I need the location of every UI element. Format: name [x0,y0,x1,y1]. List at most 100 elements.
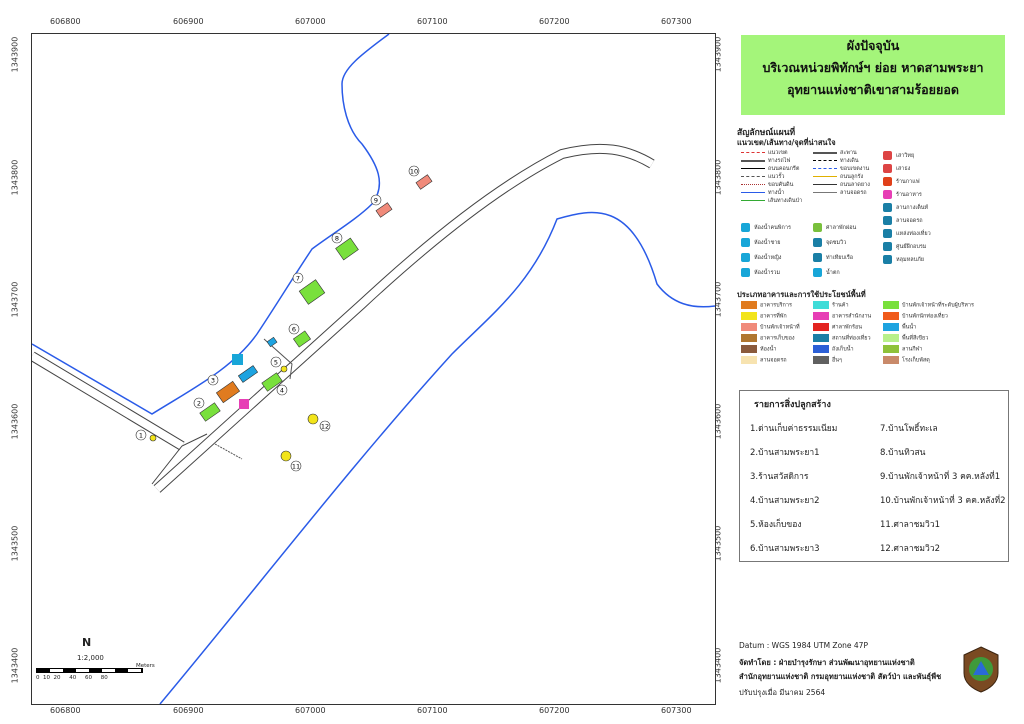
building-7 [298,279,326,305]
legend-line-item: ทางเดิน [813,157,870,165]
footer-datum: Datum : WGS 1984 UTM Zone 47P [739,641,868,650]
legend-line-item: ถนนคอนกรีต [741,165,802,173]
legend-point: เสาธง [883,164,931,173]
landuse-item: พื้นที่สีเขียว [883,334,974,345]
x-label: 607300 [661,706,692,715]
marker-7: 7 [292,272,304,284]
building-2 [199,402,221,422]
svg-text:6: 6 [292,326,296,334]
legend-point: ท่าเทียบเรือ [813,253,856,262]
y-label: 1343900 [10,36,20,73]
svg-text:7: 7 [296,275,300,283]
landuse-col3: บ้านพักเจ้าหน้าที่ระดับผู้บริหาร บ้านพัก… [883,301,974,367]
main-road [153,143,655,493]
building-5 [266,336,278,348]
landuse-item: ร้านค้า [813,301,871,312]
flagpole-icon [883,164,892,173]
title-line-1: ผังปัจจุบัน [846,38,900,53]
svg-text:11: 11 [292,463,300,471]
x-label: 607000 [295,706,326,715]
building-9 [375,202,393,218]
department-logo-icon [961,645,1001,693]
structure-item: 6.บ้านสามพระยา3 [750,544,820,554]
marker-3: 3 [207,374,219,386]
landuse-item: สถานที่ท่องเที่ยว [813,334,871,345]
coastline-north [32,34,390,415]
footer-updated: ปรับปรุงเมื่อ มีนาคม 2564 [739,688,826,697]
landuse-item: พื้นน้ำ [883,323,974,334]
fence-line [214,443,243,460]
x-label: 606900 [173,17,204,26]
x-label: 607200 [539,17,570,26]
pavilion-11 [280,450,292,462]
building-8 [335,237,359,261]
structure-item: 12.ศาลาชมวิว2 [880,544,940,554]
marker-8: 8 [331,232,343,244]
structure-item: 9.บ้านพักเจ้าหน้าที่ 3 คค.หลังที่1 [880,472,1001,482]
x-label: 607000 [295,17,326,26]
legend-line-item: ขอบเขตงาน [813,165,870,173]
landuse-item: บ้านพักนักท่องเที่ยว [883,312,974,323]
legend-point: จุดชมวิว [813,238,856,247]
legend-point: ห้องน้ำชาย [741,238,791,247]
structure-item: 1.ด่านเก็บค่าธรรมเนียม [750,424,838,434]
x-label: 607200 [539,706,570,715]
building-6 [292,330,312,348]
structure-item: 10.บ้านพักเจ้าหน้าที่ 3 คค.หลังที่2 [880,496,1006,506]
structures-list: รายการสิ่งปลูกสร้าง 1.ด่านเก็บค่าธรรมเนี… [739,390,1009,562]
scale-units: Meters [136,663,155,669]
y-label: 1343700 [10,281,20,318]
legend-panel: ผังปัจจุบัน บริเวณหน่วยพิทักษ์ฯ ย่อย หาด… [733,33,1012,703]
landuse-item: อาคารเก็บของ [741,334,800,345]
coffee-icon [883,177,892,186]
landuse-item: อาคารสำนักงาน [813,312,871,323]
landuse-col2: ร้านค้า อาคารสำนักงาน ศาลาพักร้อน สถานที… [813,301,871,367]
landuse-item: ศาลาพักร้อน [813,323,871,334]
x-label: 607100 [417,706,448,715]
legend-point: ห้องน้ำรวม [741,268,791,277]
pavilion-icon [813,223,822,232]
viewpoint-icon [813,238,822,247]
structure-item: 3.ร้านสวัสดิการ [750,472,809,482]
title-line-2: บริเวณหน่วยพิทักษ์ฯ ย่อย หาดสามพระยา [762,60,984,75]
scale-ticks: 0 10 20 40 60 80 [36,675,108,681]
scale-ratio: 1:2,000 [77,654,104,662]
landuse-item: อื่นๆ [813,356,871,367]
legend-point: ศูนย์ฝึกอบรม [883,242,931,251]
x-label: 606800 [50,706,81,715]
coastline-south [159,211,715,704]
svg-text:8: 8 [335,235,339,243]
female-toilet-icon [741,253,750,262]
landuse-item: บ้านพักเจ้าหน้าที่ระดับผู้บริหาร [883,301,974,312]
landuse-heading: ประเภทอาคารและการใช้ประโยชน์พื้นที่ [737,290,866,299]
legend-point: เสาวิทยุ [883,151,931,160]
legend-line-item: แนวรั้ว [741,173,802,181]
marker-10: 10 [408,165,420,177]
number-markers: 1 2 3 4 5 6 7 8 9 10 11 12 [135,165,420,472]
legend-line-item: ลานจอดรถ [813,189,870,197]
landuse-item: ห้องน้ำ [741,345,800,356]
building-10 [415,174,433,190]
x-label: 607300 [661,17,692,26]
map-frame[interactable]: 1 2 3 4 5 6 7 8 9 10 11 12 N 1:2,000 0 1… [31,33,716,705]
legend-point: น้ำตก [813,268,856,277]
landuse-item: ลานจอดรถ [741,356,800,367]
legend-points-col3: เสาวิทยุ เสาธง ร้านกาแฟ ร้านอาหาร ลานกาง… [883,151,931,268]
title-line-3: อุทยานแห่งชาติเขาสามร้อยยอด [787,82,959,97]
north-arrow-icon: N [82,636,92,649]
landuse-item: โรงเก็บพัสดุ [883,356,974,367]
x-label: 606800 [50,17,81,26]
legend-point: ห้องน้ำหญิง [741,253,791,262]
footer-prepared: จัดทำโดย : ฝ่ายบำรุงรักษา ส่วนพัฒนาอุทยา… [739,658,915,667]
svg-text:9: 9 [374,197,378,205]
camping-icon [883,203,892,212]
structure-item: 5.ห้องเก็บของ [750,520,802,530]
footer-office: สำนักอุทยานแห่งชาติ กรมอุทยานแห่งชาติ สั… [739,672,942,681]
accessible-toilet-icon [741,223,750,232]
male-toilet-icon [741,238,750,247]
legend-line-item: ขอบคันดิน [741,181,802,189]
structure-item: 7.บ้านโพธิ์ทะเล [880,424,938,434]
legend-line-item: ทางน้ำ [741,189,802,197]
radio-tower-icon [883,151,892,160]
marker-12: 12 [319,420,331,432]
